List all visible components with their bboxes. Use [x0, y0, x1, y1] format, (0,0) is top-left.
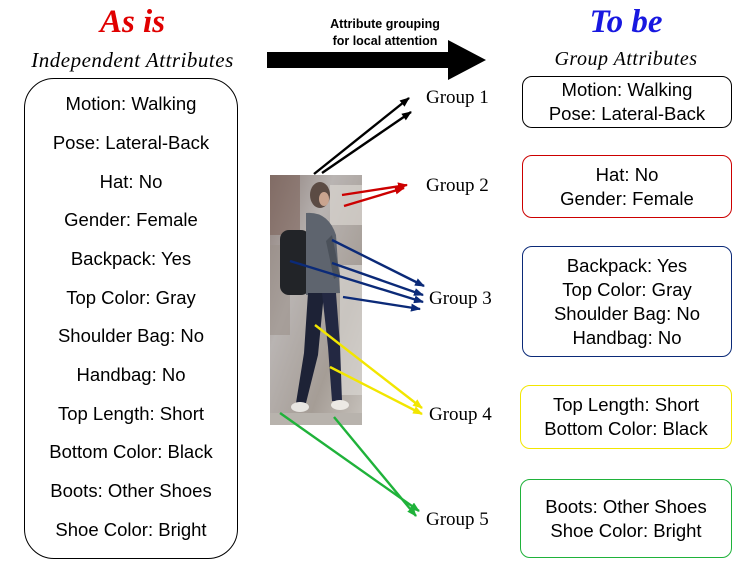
group3-arrow [331, 238, 425, 288]
group3-arrow [342, 295, 421, 312]
as-is-subtitle: Independent Attributes [31, 48, 234, 72]
group-4-box: Top Length: Short Bottom Color: Black [520, 385, 732, 449]
group1-arrow [313, 97, 410, 175]
group-5-label: Group 5 [426, 509, 489, 530]
group-3-label: Group 3 [429, 288, 492, 309]
attribute-item: Shoe Color: Bright [55, 519, 207, 540]
group-4-attr: Top Length: Short [552, 394, 700, 415]
group-5-attr: Shoe Color: Bright [550, 519, 702, 541]
attribute-item: Backpack: Yes [70, 248, 192, 269]
attribute-item: Bottom Color: Black [49, 441, 213, 462]
arrow-caption-line2: for local attention [332, 34, 438, 48]
attribute-item: Top Length: Short [57, 403, 205, 424]
independent-attributes-box [24, 78, 238, 559]
group4-arrow [314, 324, 423, 409]
to-be-title: To be [589, 4, 663, 40]
attribute-item: Motion: Walking [65, 93, 197, 114]
group5-arrow [279, 412, 420, 512]
attribute-item: Gender: Female [64, 209, 198, 230]
attribute-item: Boots: Other Shoes [50, 480, 212, 501]
group-1-attr: Motion: Walking [561, 79, 693, 100]
group-5-box: Boots: Other Shoes Shoe Color: Bright [520, 479, 732, 558]
arrow-caption: Attribute grouping for local attention [305, 16, 465, 50]
group2-arrow [341, 182, 408, 197]
group-2-box: Hat: No Gender: Female [522, 155, 732, 218]
group1-arrow [321, 111, 412, 174]
group-4-attr: Bottom Color: Black [544, 418, 708, 439]
group3-arrow [331, 261, 424, 297]
attribute-item: Top Color: Gray [66, 287, 196, 308]
group3-arrow [289, 259, 424, 304]
group-2-label: Group 2 [426, 175, 489, 196]
pedestrian-photo [270, 175, 362, 425]
group-1-label: Group 1 [426, 87, 489, 108]
group-3-box: Backpack: Yes Top Color: Gray Shoulder B… [522, 246, 732, 357]
pedestrian-illustration [270, 175, 362, 425]
attribute-item: Handbag: No [76, 364, 186, 385]
group-5-attr: Boots: Other Shoes [545, 495, 707, 517]
attribute-item: Shoulder Bag: No [57, 325, 205, 346]
group-3-attr: Backpack: Yes [566, 254, 688, 276]
group-3-attr: Shoulder Bag: No [553, 302, 701, 324]
group-3-attr: Top Color: Gray [562, 278, 692, 300]
group-1-attr: Pose: Lateral-Back [548, 103, 706, 124]
group5-arrow [333, 416, 417, 517]
to-be-subtitle: Group Attributes [554, 48, 698, 70]
attribute-item: Hat: No [99, 171, 163, 192]
grouping-arrow [267, 40, 486, 80]
attribute-item: Pose: Lateral-Back [52, 132, 210, 153]
group2-arrow [343, 186, 405, 208]
group-1-box: Motion: Walking Pose: Lateral-Back [522, 76, 732, 128]
arrow-caption-line1: Attribute grouping [330, 17, 440, 31]
group-2-attr: Hat: No [595, 163, 659, 185]
group-3-attr: Handbag: No [572, 326, 682, 348]
group-4-label: Group 4 [429, 404, 492, 425]
group-2-attr: Gender: Female [560, 187, 694, 209]
group4-arrow [329, 365, 423, 416]
as-is-title: As is [99, 4, 166, 40]
